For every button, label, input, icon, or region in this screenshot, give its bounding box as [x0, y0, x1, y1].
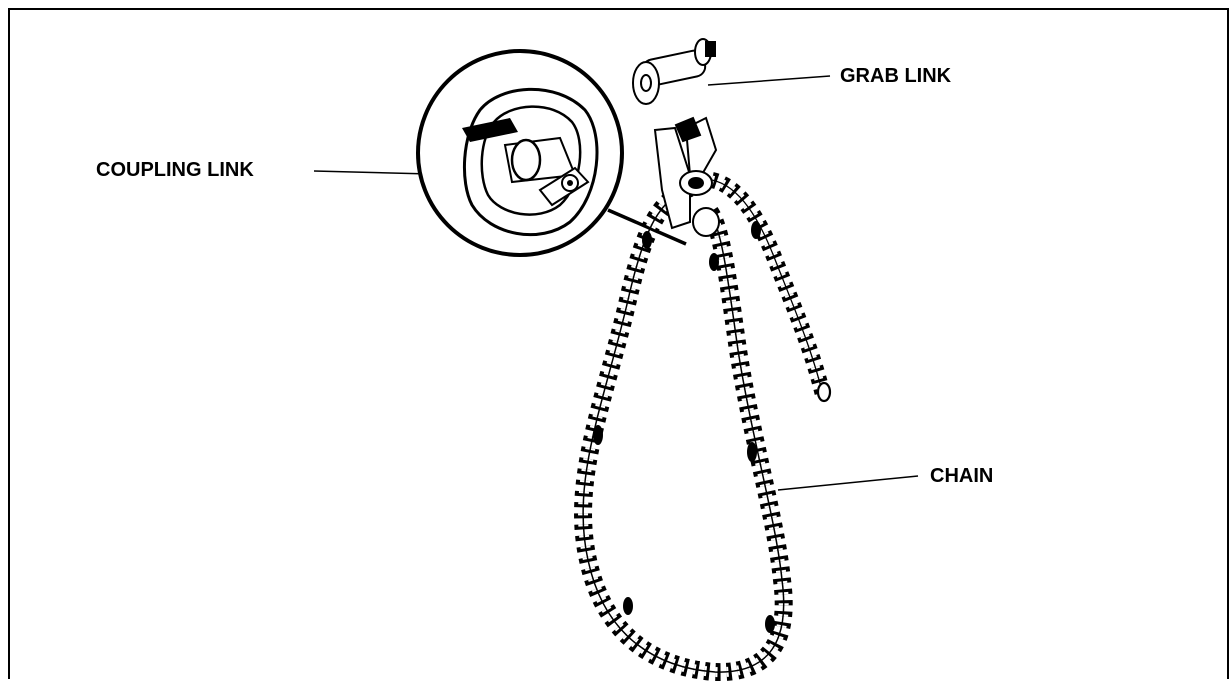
grab-link-label: GRAB LINK — [840, 66, 951, 86]
chain-label: CHAIN — [930, 466, 993, 486]
chain-leader — [778, 476, 918, 490]
grab-link-assembly — [633, 39, 719, 236]
chain-links — [583, 180, 830, 672]
grab-link-leader — [708, 76, 830, 85]
coupling-link-label: COUPLING LINK — [96, 160, 254, 180]
coupling-link-callout — [418, 51, 622, 255]
